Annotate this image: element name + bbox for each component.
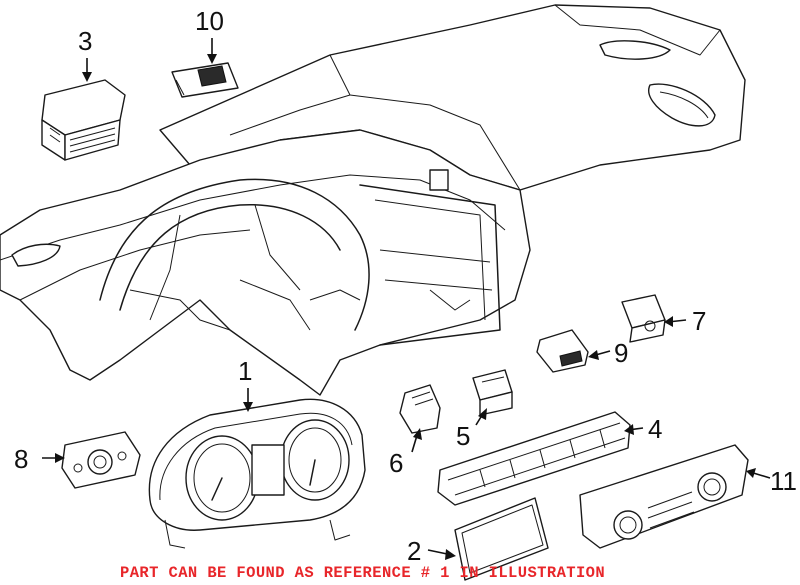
callout-1: 1 <box>238 356 252 386</box>
switch-panel-part <box>437 411 631 506</box>
instrument-cluster-part <box>148 398 366 549</box>
light-switch-part <box>61 431 141 489</box>
switch-5-part <box>472 369 513 416</box>
display-unit-part <box>41 79 126 161</box>
callout-6: 6 <box>389 448 403 478</box>
switch-6-part <box>399 384 441 434</box>
leader-lines <box>42 38 771 560</box>
callout-2: 2 <box>407 536 421 566</box>
control-module-part <box>171 62 239 98</box>
callout-5: 5 <box>456 421 470 451</box>
callout-4: 4 <box>648 414 662 444</box>
switch-7-part <box>621 294 666 343</box>
callout-8: 8 <box>14 444 28 474</box>
switch-9-part <box>536 329 589 373</box>
callout-7: 7 <box>692 306 706 336</box>
screen-part <box>454 497 549 581</box>
footer-note: PART CAN BE FOUND AS REFERENCE # 1 IN IL… <box>120 564 605 582</box>
callout-10: 10 <box>195 6 224 36</box>
callout-9: 9 <box>614 338 628 368</box>
callout-11: 11 <box>770 466 797 496</box>
climate-control-part <box>579 444 749 549</box>
callout-3: 3 <box>78 26 92 56</box>
dashboard-panel <box>0 4 746 396</box>
